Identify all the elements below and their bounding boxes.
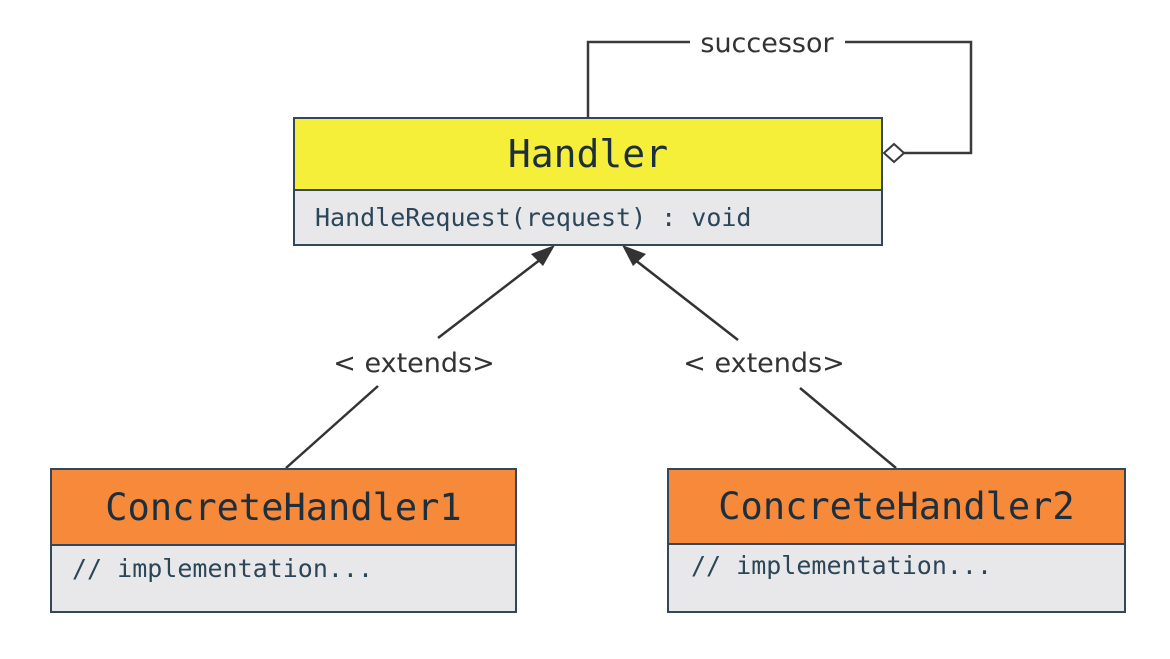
successor-association: successor: [586, 28, 973, 164]
concrete-handler-2-name: ConcreteHandler2: [669, 470, 1124, 545]
concrete-handler-1-body: // implementation...: [72, 554, 374, 583]
handler-method: HandleRequest(request) : void: [315, 203, 752, 232]
arrowhead-left-icon: [531, 245, 555, 266]
extends-left-relation: < extends>: [285, 245, 555, 469]
handler-class-name: Handler: [295, 119, 881, 191]
concrete-handler-1-class: ConcreteHandler1 // implementation...: [50, 468, 517, 613]
extends-right-label: < extends>: [683, 348, 844, 379]
concrete-handler-2-class: ConcreteHandler2 // implementation...: [667, 468, 1126, 613]
aggregation-diamond-icon: [882, 142, 906, 164]
handler-class: Handler HandleRequest(request) : void: [293, 117, 883, 246]
successor-label: successor: [700, 28, 834, 59]
concrete-handler-1-name: ConcreteHandler1: [52, 470, 515, 546]
concrete-handler-2-body: // implementation...: [691, 551, 993, 580]
extends-left-label: < extends>: [333, 348, 494, 379]
arrowhead-right-icon: [622, 245, 646, 266]
extends-right-relation: < extends>: [622, 245, 897, 469]
